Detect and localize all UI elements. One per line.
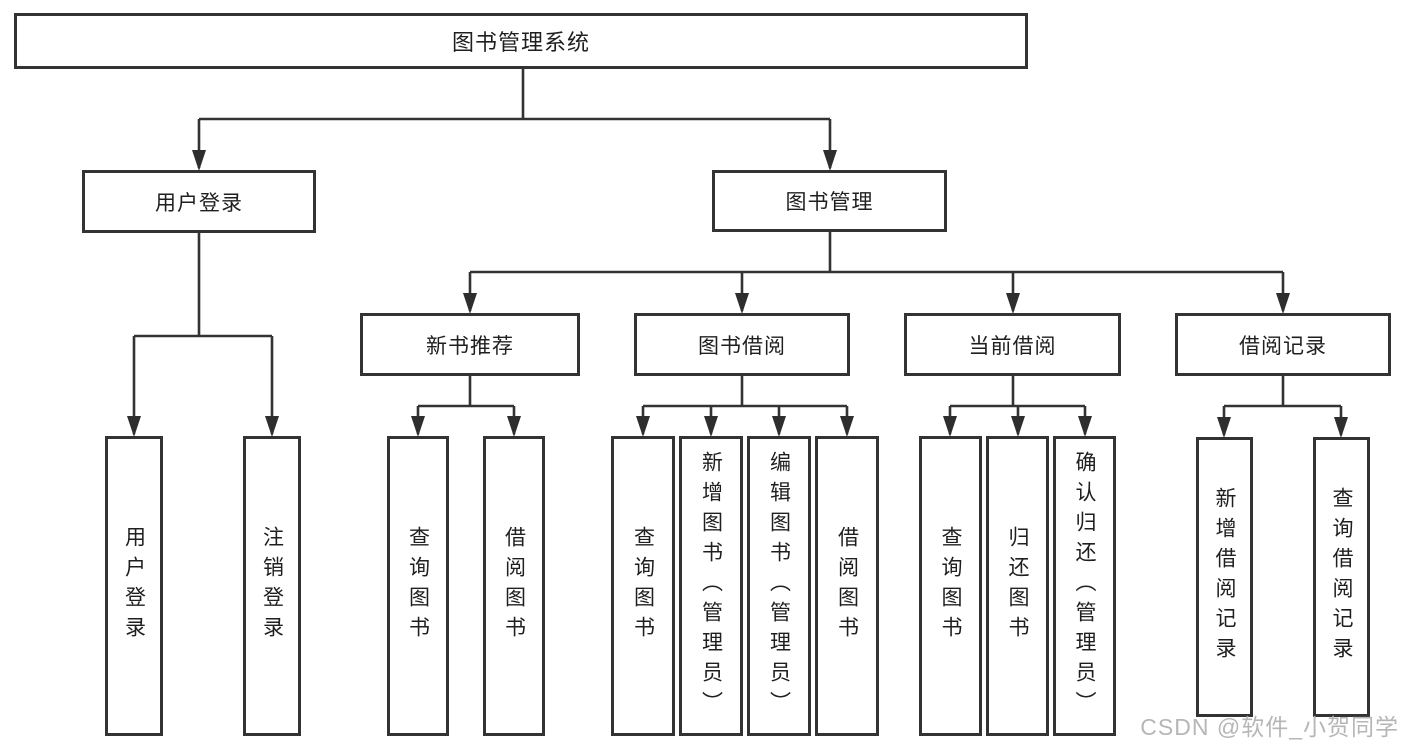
node-label: 确认归还（管理员） xyxy=(1073,451,1096,721)
node-label: 新增借阅记录 xyxy=(1213,487,1236,667)
node-borrowing-records: 借阅记录 xyxy=(1175,313,1391,376)
node-label: 查询图书 xyxy=(939,526,962,646)
node-label: 借阅图书 xyxy=(502,526,526,646)
node-label: 用户登录 xyxy=(122,526,146,646)
node-label: 查询图书 xyxy=(406,526,430,646)
node-library-management-system: 图书管理系统 xyxy=(14,13,1028,69)
node-label: 新增图书（管理员） xyxy=(699,451,723,721)
leaf-add-books-admin: 新增图书（管理员） xyxy=(679,436,743,736)
node-label: 查询借阅记录 xyxy=(1330,487,1353,667)
node-new-book-recommend: 新书推荐 xyxy=(360,313,580,376)
node-book-borrowing: 图书借阅 xyxy=(634,313,850,376)
node-user-login: 用户登录 xyxy=(82,170,316,233)
node-label: 查询图书 xyxy=(631,526,655,646)
leaf-logout: 注销登录 xyxy=(243,436,301,736)
node-label: 图书借阅 xyxy=(698,334,786,358)
node-label: 借阅记录 xyxy=(1239,334,1327,358)
leaf-add-borrow-record: 新增借阅记录 xyxy=(1196,437,1253,717)
node-label: 注销登录 xyxy=(260,526,284,646)
leaf-borrow-books-2: 借阅图书 xyxy=(815,436,879,736)
leaf-query-books-2: 查询图书 xyxy=(611,436,675,736)
node-book-management: 图书管理 xyxy=(712,170,947,232)
leaf-borrow-books-1: 借阅图书 xyxy=(483,436,545,736)
leaf-query-books-3: 查询图书 xyxy=(919,436,982,736)
leaf-return-books: 归还图书 xyxy=(986,436,1049,736)
leaf-edit-books-admin: 编辑图书（管理员） xyxy=(747,436,811,736)
node-label: 归还图书 xyxy=(1006,526,1029,646)
node-label: 用户登录 xyxy=(155,191,243,215)
node-label: 借阅图书 xyxy=(835,526,859,646)
arrowhead-group xyxy=(127,150,1348,438)
node-label: 当前借阅 xyxy=(968,334,1057,358)
node-label: 编辑图书（管理员） xyxy=(767,451,791,721)
leaf-query-books-1: 查询图书 xyxy=(387,436,449,736)
node-label: 新书推荐 xyxy=(426,334,514,358)
node-current-borrowing: 当前借阅 xyxy=(904,313,1121,376)
node-label: 图书管理系统 xyxy=(451,30,590,55)
leaf-confirm-return-admin: 确认归还（管理员） xyxy=(1053,436,1116,736)
leaf-query-borrow-record: 查询借阅记录 xyxy=(1313,437,1370,717)
leaf-user-login: 用户登录 xyxy=(105,436,163,736)
node-label: 图书管理 xyxy=(785,191,874,214)
